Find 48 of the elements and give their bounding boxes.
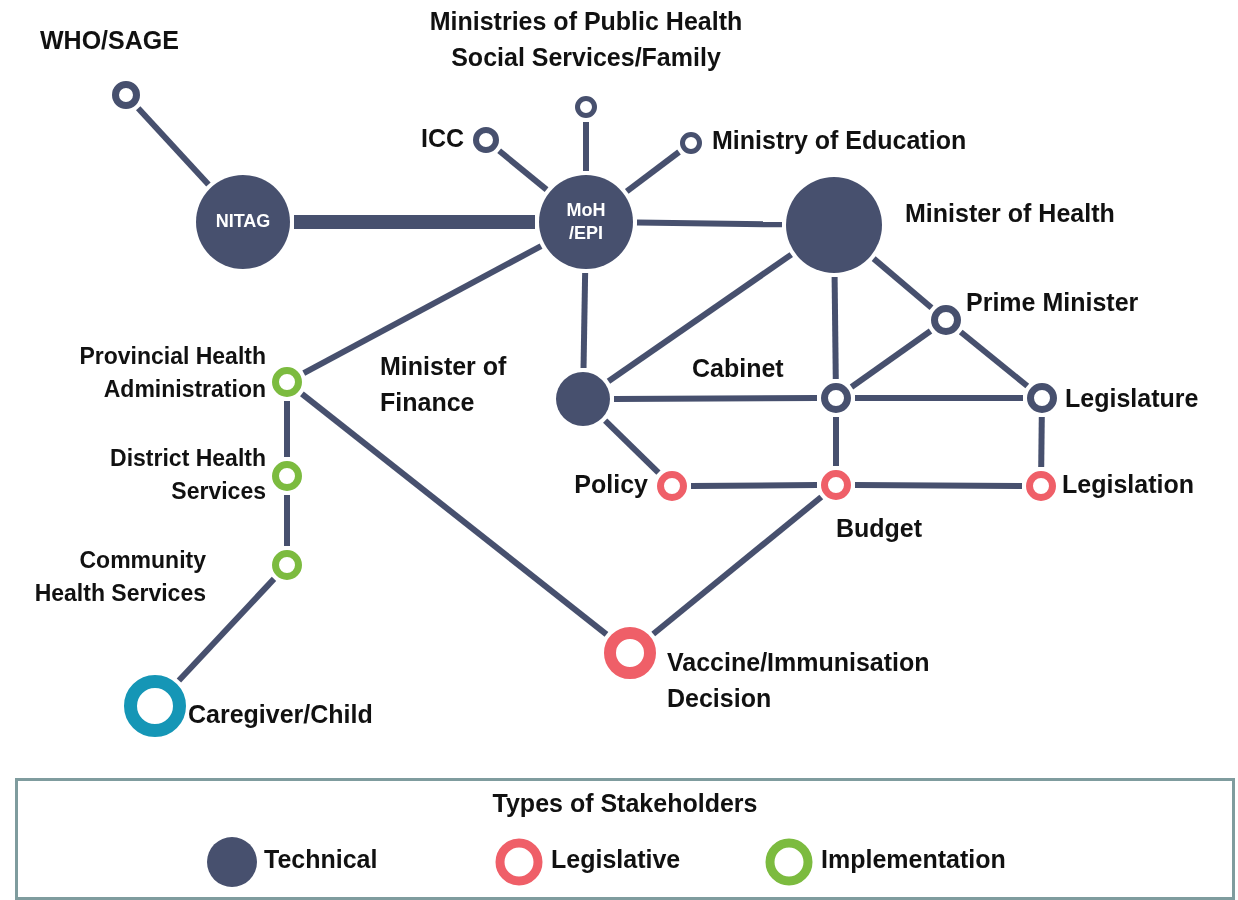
connector-line	[871, 256, 934, 310]
connector-line	[580, 272, 589, 369]
connector-line	[284, 495, 290, 546]
connector-line	[583, 122, 589, 171]
connector-line	[651, 494, 824, 637]
node-label: Minister of Finance	[380, 351, 508, 419]
connector-line	[833, 417, 839, 466]
node-label: Vaccine/Immunisation Decision	[667, 647, 931, 715]
legend-title: Types of Stakeholders	[491, 789, 759, 818]
node-label: Cabinet	[692, 353, 784, 384]
connector-line	[831, 276, 839, 380]
node-label: WHO/SAGE	[40, 25, 179, 56]
node-label: Ministry of Education	[712, 125, 967, 156]
node-label: MoH /EPI	[565, 198, 607, 245]
node-label: Minister of Health	[905, 198, 1115, 229]
connector-line	[614, 395, 817, 402]
node-label: Legislation	[1062, 469, 1194, 500]
node-label: Caregiver/Child	[188, 699, 373, 730]
connector-line	[636, 219, 783, 228]
connector-line	[302, 243, 543, 376]
node-label: NITAG	[214, 210, 272, 234]
connector-line	[294, 215, 535, 229]
node-label: Budget	[836, 513, 923, 544]
node-label: Policy	[573, 469, 648, 500]
node-label: District Health Services	[109, 444, 266, 507]
connector-line	[606, 252, 793, 384]
connector-line	[849, 328, 933, 390]
node-label: Community Health Services	[33, 546, 206, 609]
connector-line	[300, 391, 609, 637]
legend-label: Legislative	[551, 845, 681, 874]
legend-label: Implementation	[821, 845, 1006, 874]
node-label: Legislature	[1065, 383, 1199, 414]
connector-line	[176, 576, 277, 683]
connector-line	[497, 148, 549, 192]
node-label: Prime Minister	[966, 287, 1139, 318]
legend-label: Technical	[264, 845, 378, 874]
node-label: Provincial Health Administration	[78, 342, 266, 405]
node-label: Ministries of Public Health Social Services/Family	[428, 6, 744, 74]
connector-line	[136, 106, 211, 187]
connector-line	[855, 395, 1023, 401]
connector-line	[854, 482, 1023, 489]
connector-line	[1038, 416, 1045, 468]
connector-line	[284, 401, 290, 457]
connector-line	[603, 418, 661, 475]
connector-line	[624, 149, 681, 194]
connector-line	[958, 329, 1030, 389]
connector-line	[691, 482, 817, 489]
node-label: ICC	[419, 123, 464, 154]
